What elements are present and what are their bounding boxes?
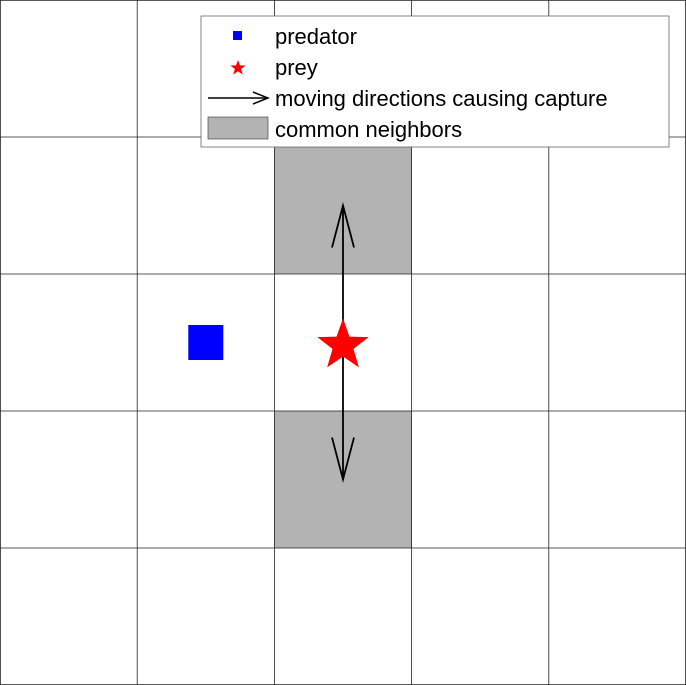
legend-arrow-icon [208, 91, 271, 105]
legend-predator-square-icon [233, 31, 242, 40]
legend-label-common-neighbors: common neighbors [275, 117, 462, 142]
legend-label-arrow: moving directions causing capture [275, 86, 608, 111]
legend-gray-patch-icon [207, 116, 269, 140]
legend-box [200, 15, 670, 148]
predator-square-marker [188, 325, 224, 360]
capture-arrow-down [331, 342, 355, 484]
legend-prey-star-icon [230, 60, 246, 75]
legend: predator prey moving directions causing … [200, 15, 670, 148]
prey-star-marker [317, 318, 369, 368]
legend-label-prey: prey [275, 55, 318, 80]
legend-label-predator: predator [275, 24, 357, 49]
